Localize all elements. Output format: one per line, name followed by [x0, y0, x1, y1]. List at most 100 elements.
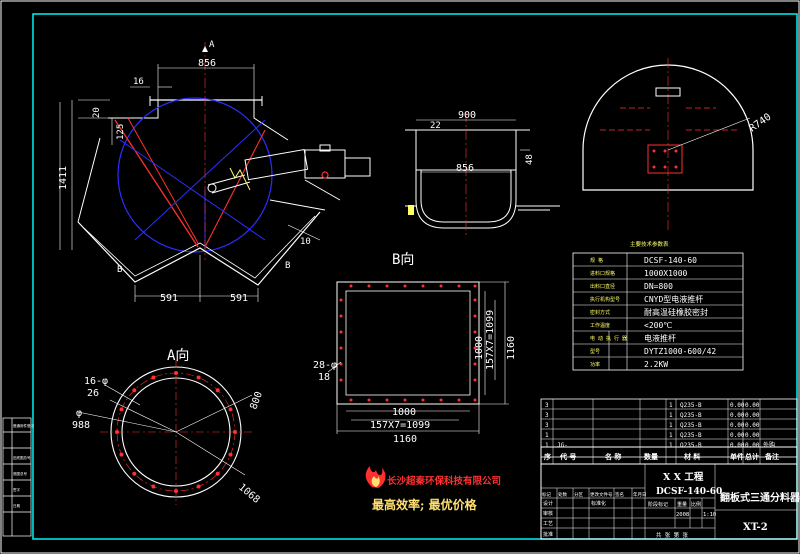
dim-height: 1411 — [58, 166, 69, 190]
company-watermark: 长沙超秦环保科技有限公司 最高效率; 最优价格 — [365, 466, 501, 512]
param-label-3: 执行机构型号 — [590, 296, 620, 303]
dim-a-hole-d: 26 — [87, 388, 99, 399]
b-view-bolt-holes — [339, 284, 477, 402]
a-view-title: A向 — [167, 348, 189, 364]
param-value-1: 1000X1000 — [644, 269, 688, 278]
left-strip-label-0: 借通用件登记 — [13, 423, 34, 428]
param-label-1: 进料口规格 — [590, 270, 615, 277]
dim-22: 22 — [430, 121, 441, 131]
watermark-slogan: 最高效率; 最优价格 — [372, 497, 478, 512]
dim-b-w-inner: 1000 — [392, 407, 416, 418]
part-row-3-no: 1 — [545, 432, 549, 439]
parts-header-1: 代 号 — [559, 452, 576, 461]
left-strip — [2, 417, 32, 537]
title-drawing-no: XT-2 — [743, 522, 768, 533]
a-view-bolt-holes — [115, 371, 237, 493]
sign-label-1: 处数 — [558, 491, 567, 498]
part-row-4-w1: 0.00 — [730, 442, 745, 449]
left-strip-label-3: 底图总号 — [13, 471, 27, 476]
title-year: 2008 — [676, 512, 689, 518]
dim-125: 125 — [116, 124, 126, 140]
param-value-2: DN=800 — [644, 282, 673, 291]
title-stage-label: 阶段标记 — [648, 501, 668, 508]
parts-header-6: 总计 — [745, 452, 759, 461]
dim-b-w-outer: 1160 — [393, 434, 417, 445]
dim-a-phi: φ — [76, 408, 82, 419]
side-view: 900 22 856 48 — [405, 110, 560, 235]
part-row-2-no: 3 — [545, 422, 549, 429]
drawing-frame — [32, 13, 798, 540]
part-row-2-qty: 1 — [669, 422, 673, 429]
a-view: A向 16-φ 26 φ 988 800 1068 — [72, 348, 265, 506]
param-value-7: DYTZ1000-600/42 — [644, 347, 716, 356]
title-model: DCSF-140-60 — [656, 487, 722, 497]
section-b-right: B — [285, 261, 290, 271]
part-row-0-w1: 0.00 — [730, 402, 745, 409]
part-row-4-w2: 0.00 — [745, 442, 760, 449]
dim-900: 900 — [458, 110, 476, 121]
sign-label-2: 分区 — [574, 491, 583, 498]
watermark-company: 长沙超秦环保科技有限公司 — [387, 475, 501, 487]
dim-b-w-pitch: 157X7=1099 — [370, 420, 430, 431]
part-row-2-w2: 0.00 — [745, 422, 760, 429]
param-value-8: 2.2KW — [644, 360, 668, 369]
left-strip-label-4: 签字 — [13, 487, 20, 492]
part-row-3-qty: 1 — [669, 432, 673, 439]
parts-header-2: 名 称 — [605, 452, 621, 461]
parts-header-0: 序 — [543, 452, 551, 461]
param-value-0: DCSF-140-60 — [644, 256, 697, 265]
dim-flange: 16 — [133, 77, 144, 87]
main-front-view: A 856 16 20 125 1411 591 591 10 B B — [58, 40, 371, 304]
title-project: X X 工程 — [663, 471, 704, 483]
part-row-4-qty: 1 — [669, 442, 673, 449]
dim-bottom-left: 591 — [160, 293, 178, 304]
arc-view: R740 — [582, 58, 773, 230]
dim-10: 10 — [300, 237, 311, 247]
part-row-1-w1: 0.00 — [730, 412, 745, 419]
part-row-0-no: 3 — [545, 402, 549, 409]
dim-r740: R740 — [747, 112, 773, 135]
left-strip-label-5: 日期 — [13, 503, 20, 508]
flame-logo — [365, 466, 386, 488]
param-label-8: 功率 — [590, 361, 600, 368]
title-scale: 1:10 — [703, 512, 716, 518]
parts-header-7: 备注 — [764, 452, 779, 461]
param-label-2: 出料口直径 — [590, 283, 615, 290]
sign-label-4: 签名 — [615, 491, 624, 498]
title-sheet: 共 张 第 张 — [656, 531, 688, 539]
param-value-4: 耐高温硅橡胶密封 — [644, 307, 708, 317]
part-row-2-material: Q235-B — [680, 422, 702, 429]
role-label-0: 设计 — [543, 500, 553, 507]
role2-label-0: 标准化 — [591, 500, 606, 507]
dim-b-hole-d: 18 — [318, 372, 330, 383]
param-label-0: 规 格 — [590, 257, 603, 264]
part-row-3-material: Q235-B — [680, 432, 702, 439]
dim-b-holes: 28-φ — [313, 360, 337, 371]
part-row-4-no: 1 — [545, 442, 549, 449]
params-table-title: 主要技术参数表 — [630, 240, 669, 248]
params-table: 主要技术参数表 规 格 DCSF-140-60 进料口规格 1000X1000 出料口直… — [572, 240, 744, 371]
part-row-3-w1: 0.00 — [730, 432, 745, 439]
dim-bottom-right: 591 — [230, 293, 248, 304]
param-value-3: CNYD型电液推杆 — [644, 294, 703, 304]
part-row-0-material: Q235-B — [680, 402, 702, 409]
dim-top-width: 856 — [198, 58, 216, 69]
parts-header-5: 单件 — [730, 452, 744, 461]
title-drawing-name: 翻板式三通分料器 — [720, 491, 800, 504]
b-view: B向 1000 157X7=1099 1160 1000 157X7=1099 … — [313, 252, 517, 445]
dim-a-800: 800 — [248, 390, 265, 411]
dim-20: 20 — [92, 107, 102, 118]
dim-a-988: 988 — [72, 420, 90, 431]
part-row-1-material: Q235-B — [680, 412, 702, 419]
param-value-5: <200℃ — [644, 321, 672, 330]
dim-b-h-outer: 1160 — [506, 336, 517, 360]
param-value-6: 电液推杆 — [644, 333, 676, 343]
sign-label-0: 标记 — [542, 491, 551, 498]
dim-b-h-pitch: 157X7=1099 — [485, 310, 496, 370]
role-label-1: 审核 — [543, 510, 553, 517]
dim-b-h-total: 1000 — [474, 336, 485, 360]
dim-a-holes: 16-φ — [84, 376, 108, 387]
